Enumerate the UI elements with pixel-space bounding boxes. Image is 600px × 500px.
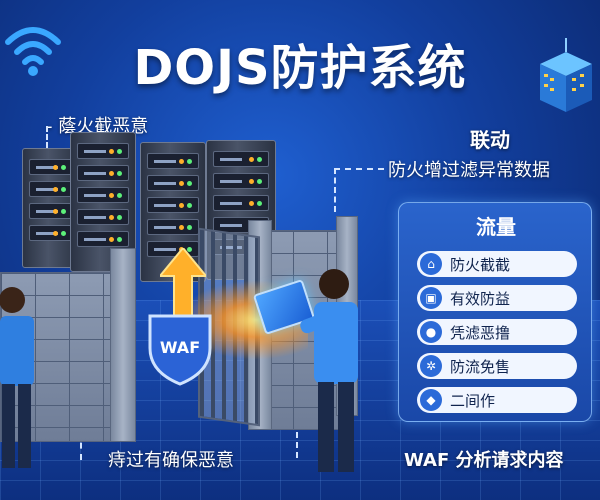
person-engineer-right — [300, 269, 358, 472]
home-icon: ⌂ — [420, 253, 442, 275]
panel-item-label: 有效防益 — [450, 289, 511, 308]
panel-item: ◆ 二间作 — [417, 387, 577, 413]
callout-linkage-heading: 联动 — [470, 128, 510, 152]
connector-line-left — [46, 126, 48, 156]
panel-item-label: 防流免售 — [450, 357, 511, 376]
panel-item-label: 凭滤恶撸 — [450, 323, 511, 342]
gear-icon: ✲ — [420, 355, 442, 377]
lock-icon: ▣ — [420, 287, 442, 309]
callout-waf-analysis: WAF 分析请求内容 — [404, 450, 564, 471]
waf-label: WAF — [159, 338, 201, 357]
callout-linkage-detail: 防火增过滤异常数据 — [388, 160, 550, 181]
wifi-icon — [5, 27, 61, 76]
waf-shield-icon — [148, 314, 212, 386]
connector-line-right — [334, 168, 384, 212]
panel-item-label: 二间作 — [450, 391, 496, 410]
panel-item: ✲ 防流免售 — [417, 353, 577, 379]
arrow-up-icon — [160, 248, 206, 318]
user-icon: ● — [420, 321, 442, 343]
callout-firewall-block: - 蔭火截恶意 — [46, 116, 149, 137]
panel-item: ● 凭滤恶撸 — [417, 319, 577, 345]
panel-item: ▣ 有效防益 — [417, 285, 577, 311]
page-title: DOJS防护系统 — [133, 40, 467, 96]
panel-item-label: 防火截截 — [450, 255, 511, 274]
panel-title: 流量 — [476, 215, 516, 239]
person-engineer-left — [0, 287, 34, 468]
callout-bottom-note: 痔过有确保恶意 — [108, 450, 234, 471]
firewall-pillar — [110, 248, 136, 442]
panel-item: ⌂ 防火截截 — [417, 251, 577, 277]
server-cube-icon — [540, 38, 592, 112]
shield-icon: ◆ — [420, 389, 442, 411]
traffic-panel: 流量 ⌂ 防火截截 ▣ 有效防益 ● 凭滤恶撸 ✲ 防流免售 ◆ 二间作 — [398, 202, 592, 422]
